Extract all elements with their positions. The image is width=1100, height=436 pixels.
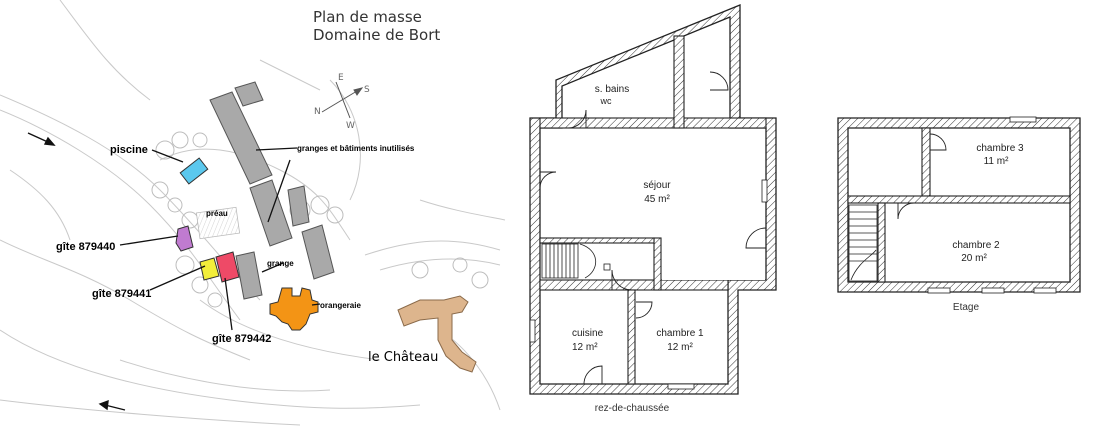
chambre2-area: 20 m² [961, 253, 987, 264]
grange-building-4 [301, 224, 335, 280]
chambre2-room [886, 204, 1069, 281]
label-chateau: le Château [368, 350, 438, 365]
door-storage-icon [709, 71, 729, 91]
sejour-name: séjour [643, 180, 671, 191]
upper-landing [849, 129, 921, 195]
chambre3-area: 11 m² [984, 156, 1009, 167]
label-preau: préau [206, 209, 228, 218]
grange-building-1 [209, 91, 273, 185]
access-arrow-bottom-icon [98, 399, 126, 411]
chambre3-room [931, 129, 1069, 195]
sdb-label: s. bains [595, 84, 629, 95]
door-chambre1-icon [635, 301, 653, 319]
sejour-room [541, 129, 765, 237]
wc-label: wc [600, 96, 612, 106]
site-title-line2: Domaine de Bort [313, 26, 440, 44]
grange-building-6 [287, 185, 310, 227]
label-gite-879442: gîte 879442 [212, 333, 271, 345]
staircase-icon [541, 243, 611, 279]
upper-floor-plan: chambre 3 11 m² chambre 2 20 m² Etage [837, 116, 1081, 313]
piscine-shape [179, 157, 209, 185]
label-grange: grange [267, 259, 294, 268]
door-cuisine-icon [611, 269, 633, 291]
upper-floor-walls [837, 117, 1081, 293]
chambre3-name: chambre 3 [976, 143, 1024, 154]
door-chambre3-icon [929, 133, 947, 151]
grange-building-3 [234, 81, 264, 107]
ground-floor-plan: s. bains wc séjour 45 m² cuisine 12 m² c… [529, 4, 777, 414]
sejour-room-ext [662, 238, 765, 280]
gite-879442-shape [215, 251, 240, 283]
door-sdb-icon [567, 109, 587, 129]
label-gite-879441: gîte 879441 [92, 288, 151, 300]
sejour-area: 45 m² [644, 194, 670, 205]
upper-floor-windows [927, 116, 1057, 294]
gite-879441-shape [199, 257, 220, 281]
upper-floor-doors [897, 133, 947, 220]
ground-floor-doors [539, 71, 767, 385]
chambre1-area: 12 m² [667, 342, 693, 353]
compass-s: S [364, 85, 370, 95]
grange-building-5 [235, 251, 263, 300]
leader-lines [119, 147, 321, 331]
label-gite-879440: gîte 879440 [56, 241, 115, 253]
upper-floor-interior-walls [847, 127, 1071, 283]
upper-floor-caption: Etage [953, 302, 980, 313]
door-chambre2-icon [897, 202, 915, 220]
preau-area [195, 206, 241, 240]
orangeraie-shape [269, 287, 319, 331]
ground-floor-interior-walls [539, 35, 767, 385]
site-title-line1: Plan de masse [313, 8, 422, 26]
ground-floor-caption: rez-de-chaussée [595, 403, 670, 414]
label-orangeraie: orangeraie [320, 301, 361, 310]
door-sejour-side-icon [745, 227, 767, 249]
compass-e: E [338, 73, 344, 83]
label-piscine: piscine [110, 144, 148, 156]
upper-stair-room [849, 204, 877, 281]
chateau-shape [397, 295, 477, 373]
compass-rose-icon: E S N W [314, 73, 370, 131]
compass-w: W [346, 121, 355, 131]
label-granges: granges et bâtiments inutilisés [297, 144, 415, 153]
access-arrow-icon [27, 132, 56, 146]
chambre2-name: chambre 2 [952, 240, 1000, 251]
compass-n: N [314, 107, 321, 117]
cuisine-area: 12 m² [572, 342, 598, 353]
cuisine-room [541, 291, 627, 383]
chambre1-name: chambre 1 [656, 328, 704, 339]
ground-floor-windows [529, 179, 768, 390]
door-cuisine-out-icon [583, 365, 603, 385]
upper-staircase-icon [848, 204, 878, 282]
door-entrance-icon [539, 171, 557, 189]
cuisine-name: cuisine [572, 328, 604, 339]
site-plan: E S N W Plan de masse Domaine de Bort pi… [0, 0, 506, 426]
gite-879440-shape [175, 225, 194, 252]
